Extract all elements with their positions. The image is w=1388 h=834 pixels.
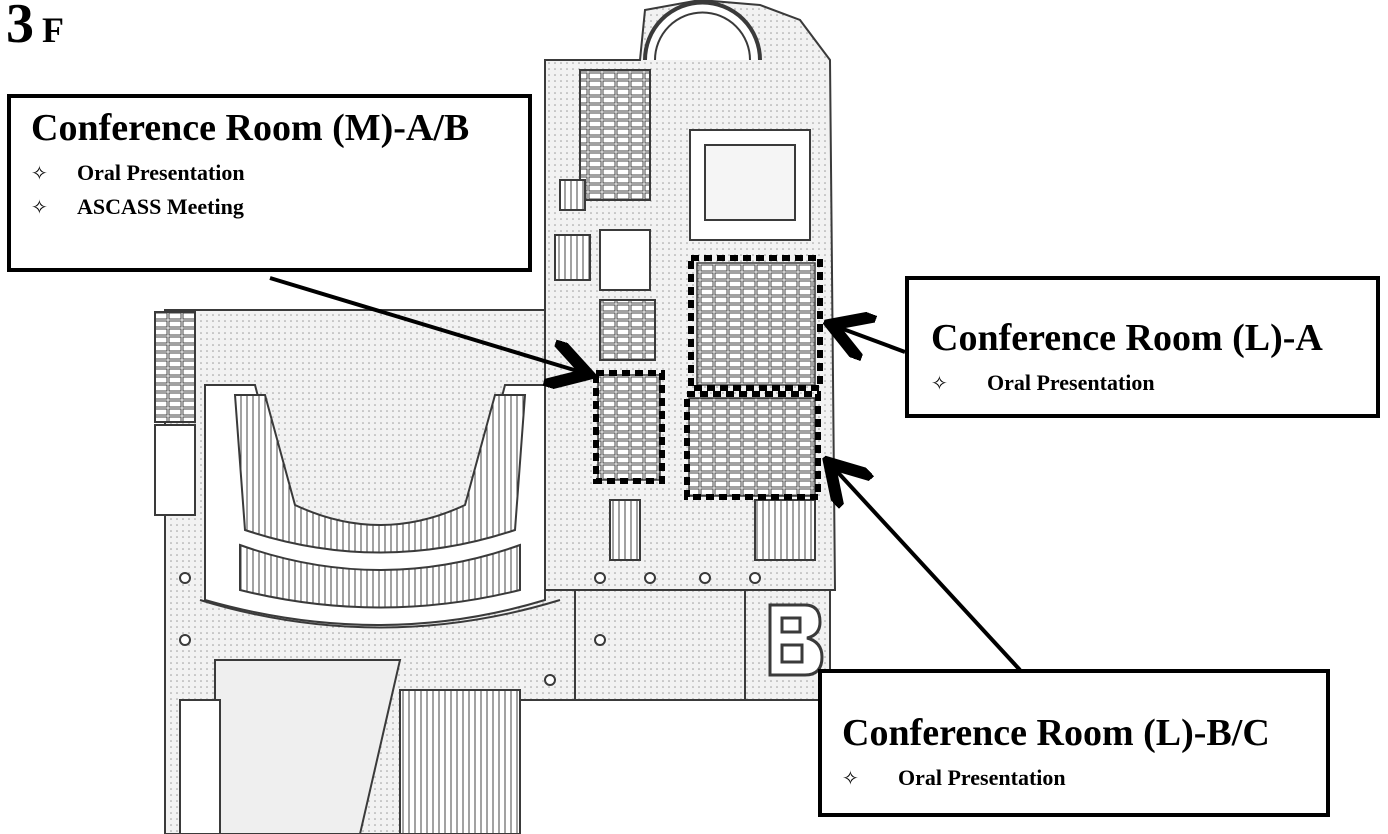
- bullet-icon: ✧: [842, 766, 859, 790]
- callout-room-l-bc-list: ✧ Oral Presentation: [842, 761, 1312, 795]
- callout-room-l-a: Conference Room (L)-A ✧ Oral Presentation: [905, 276, 1380, 418]
- room-seating: [597, 262, 816, 497]
- callout-room-l-bc-title: Conference Room (L)-B/C: [842, 712, 1270, 754]
- left-service: [154, 311, 196, 516]
- list-item: ✧ Oral Presentation: [842, 761, 1312, 795]
- callout-room-l-bc: Conference Room (L)-B/C ✧ Oral Presentati…: [818, 669, 1330, 817]
- arrow-to-room-m-ab: [269, 276, 584, 373]
- list-item: ✧ Oral Presentation: [31, 156, 514, 190]
- callout-room-l-a-title: Conference Room (L)-A: [931, 317, 1323, 359]
- list-item-label: Oral Presentation: [987, 370, 1155, 395]
- arrow-to-room-l-bc: [832, 466, 1022, 672]
- bullet-icon: ✧: [31, 195, 48, 219]
- list-item-label: Oral Presentation: [77, 160, 245, 185]
- leader-arrows: [269, 276, 1022, 672]
- bullet-icon: ✧: [31, 161, 48, 185]
- list-item-label: ASCASS Meeting: [77, 194, 244, 219]
- floor-suffix: F: [42, 10, 64, 50]
- floor-number: 3: [6, 0, 34, 55]
- b-block: [768, 603, 824, 677]
- arrow-to-room-l-a: [835, 326, 906, 352]
- stairs: [554, 179, 816, 561]
- room-highlights: [593, 255, 823, 500]
- list-item: ✧ Oral Presentation: [931, 366, 1362, 400]
- callout-room-m-ab: Conference Room (M)-A/B ✧ Oral Presentati…: [7, 94, 532, 272]
- bullet-icon: ✧: [931, 371, 948, 395]
- list-item: ✧ ASCASS Meeting: [31, 190, 514, 224]
- highlight-room-l-bc: [684, 391, 821, 500]
- highlight-room-m-ab: [593, 370, 665, 484]
- upper-rooms: [579, 69, 811, 361]
- entrance-dome: [643, 0, 762, 61]
- auditorium: [199, 384, 561, 629]
- columns: [179, 572, 761, 686]
- callout-room-m-ab-list: ✧ Oral Presentation ✧ ASCASS Meeting: [31, 156, 514, 224]
- lower-area: [179, 659, 521, 834]
- callout-room-m-ab-title: Conference Room (M)-A/B: [31, 107, 470, 149]
- list-item-label: Oral Presentation: [898, 765, 1066, 790]
- callout-room-l-a-list: ✧ Oral Presentation: [931, 366, 1362, 400]
